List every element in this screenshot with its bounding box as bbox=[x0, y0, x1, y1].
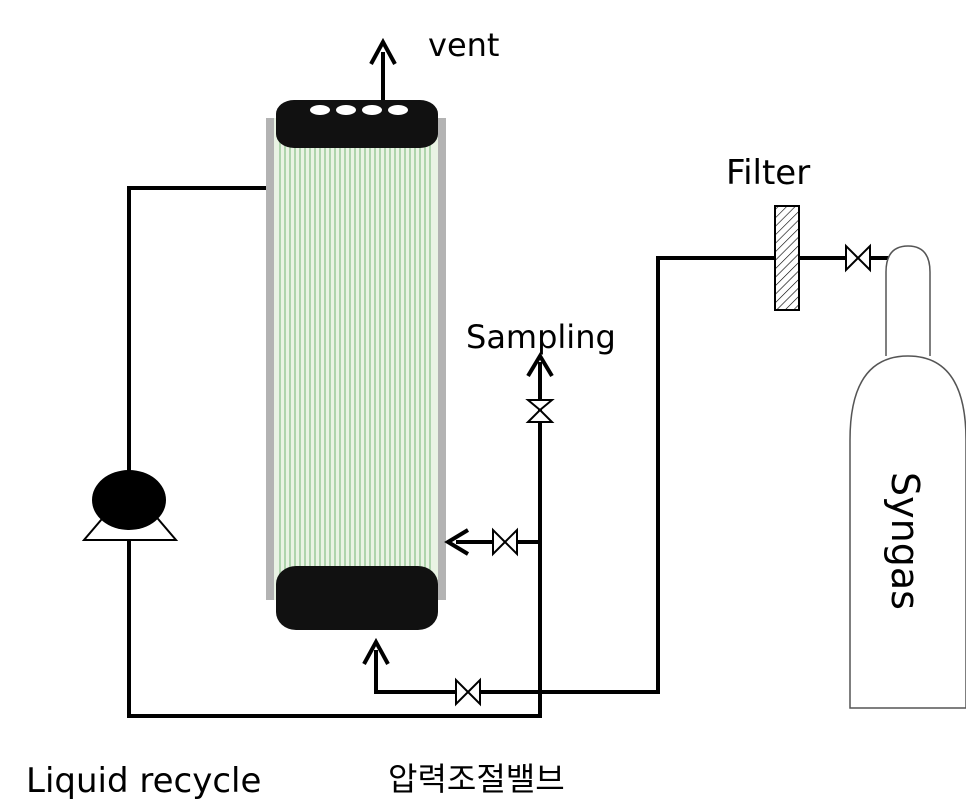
pressure-valve-label: 압력조절밸브 bbox=[388, 760, 565, 798]
syngas-feed-line bbox=[374, 256, 898, 694]
column-wall-left bbox=[266, 118, 274, 600]
cap-ports bbox=[310, 105, 408, 115]
sampling-outlet bbox=[526, 352, 554, 402]
sampling-valve-icon[interactable] bbox=[525, 399, 555, 423]
hollow-fiber-column bbox=[266, 100, 446, 630]
vent-label: vent bbox=[428, 26, 499, 64]
side-inlet-line bbox=[444, 528, 540, 556]
gas-valve-icon[interactable] bbox=[845, 243, 871, 273]
syngas-cylinder-icon bbox=[849, 245, 966, 709]
column-wall-right bbox=[438, 118, 446, 600]
filter-icon[interactable] bbox=[774, 205, 800, 311]
side-inlet-valve-icon[interactable] bbox=[492, 527, 518, 557]
hollow-fibers bbox=[279, 140, 431, 574]
liquid-recycle-label: Liquid recycle bbox=[26, 761, 261, 800]
pump-icon[interactable] bbox=[81, 470, 179, 541]
top-cap bbox=[276, 100, 438, 148]
liquid-recycle-line bbox=[127, 186, 542, 718]
pressure-valve-icon[interactable] bbox=[455, 677, 481, 707]
vent-outlet bbox=[369, 37, 397, 100]
column-inlet-arrow bbox=[362, 637, 390, 665]
bottom-cap bbox=[276, 566, 438, 630]
sampling-label: Sampling bbox=[466, 318, 616, 356]
filter-label: Filter bbox=[726, 153, 810, 193]
syngas-label: Syngas bbox=[883, 472, 927, 610]
